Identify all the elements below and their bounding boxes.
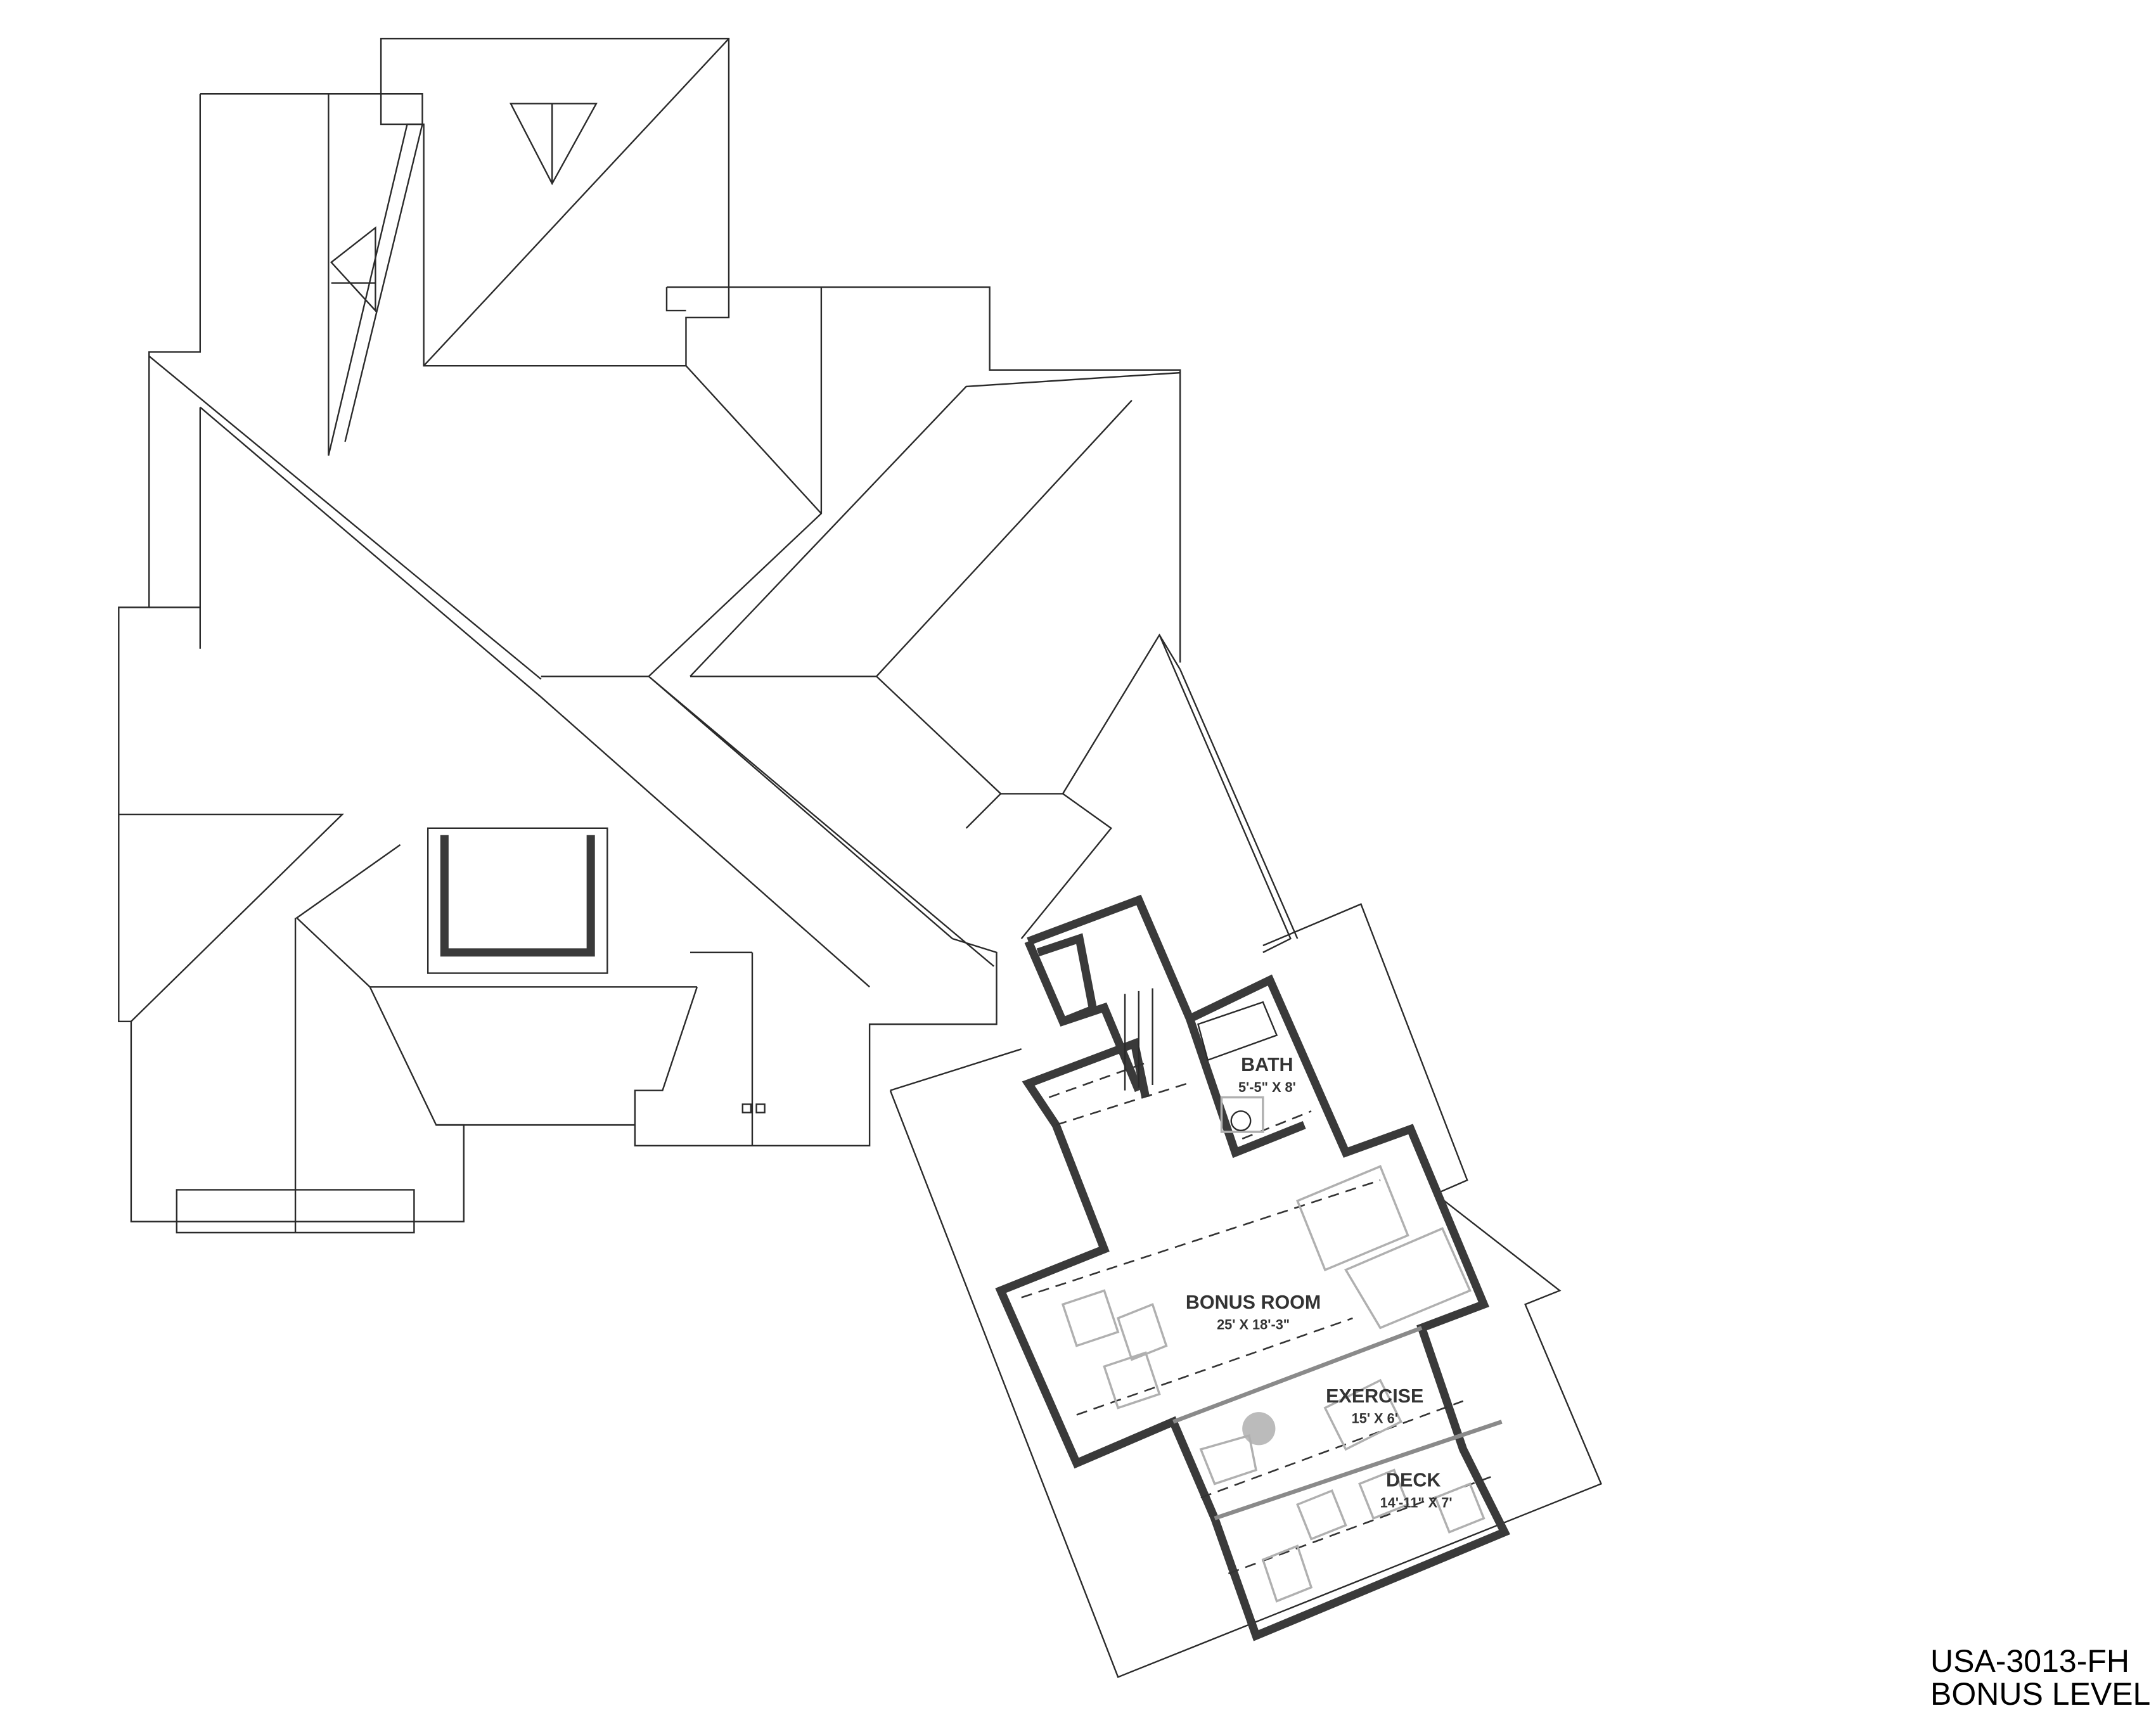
exercise-bike-icon xyxy=(1199,1434,1257,1485)
sink-icon xyxy=(1230,1110,1252,1132)
bonus-level-walls xyxy=(995,894,1510,1641)
room-dimensions-bonus-room: 25' X 18'-3" xyxy=(1217,1316,1290,1332)
room-name-bonus-room: BONUS ROOM xyxy=(1186,1292,1321,1313)
bed-icon xyxy=(1296,1165,1472,1330)
room-dimensions-exercise: 15' X 6' xyxy=(1352,1411,1398,1427)
bonus-level-outline xyxy=(889,903,1603,1678)
stairs-icon xyxy=(1124,988,1153,1091)
vanity-icon xyxy=(1220,1096,1264,1133)
roof-plan xyxy=(118,37,1299,1234)
furniture xyxy=(1061,1165,1485,1603)
deck-chair-icon xyxy=(1261,1468,1485,1603)
room-dimensions-bath: 5'-5" X 8' xyxy=(1238,1079,1296,1095)
room-name-bath: BATH xyxy=(1241,1054,1293,1075)
title-block: USA-3013-FH BONUS LEVEL xyxy=(1930,1645,2150,1710)
room-labels: BATH 5'-5" X 8' BONUS ROOM 25' X 18'-3" … xyxy=(1186,1054,1453,1510)
room-dimensions-deck: 14'-11" X 7' xyxy=(1380,1494,1453,1510)
armchair-icon xyxy=(1061,1289,1168,1409)
level-name: BONUS LEVEL xyxy=(1930,1676,2151,1712)
room-name-deck: DECK xyxy=(1386,1470,1441,1491)
bathtub-icon xyxy=(1197,1001,1278,1062)
exercise-bench-icon xyxy=(1323,1378,1402,1451)
room-name-exercise: EXERCISE xyxy=(1326,1385,1423,1407)
plan-number: USA-3013-FH xyxy=(1930,1643,2129,1679)
exercise-ball-icon xyxy=(1242,1412,1276,1446)
